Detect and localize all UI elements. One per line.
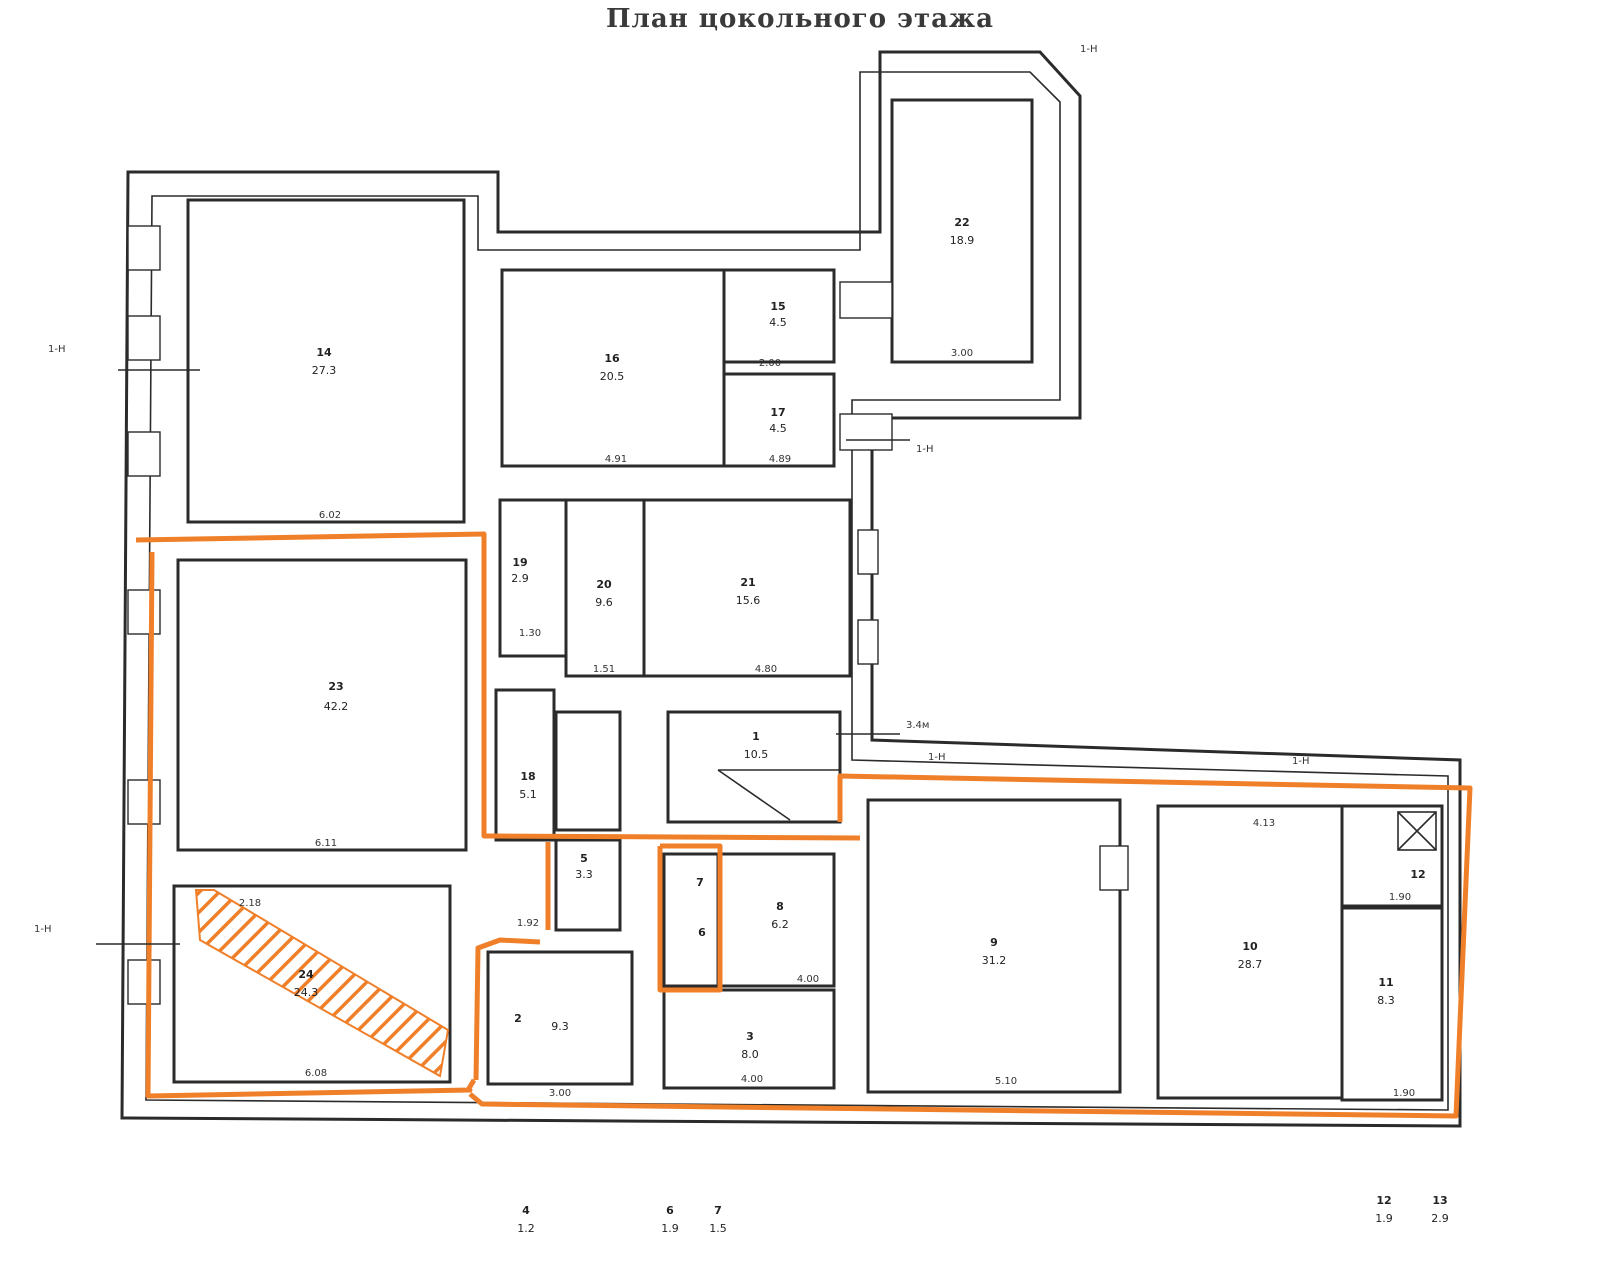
room-area: 15.6	[736, 594, 761, 607]
room-number: 7	[696, 876, 704, 889]
section-mark: 1-Н	[1080, 44, 1098, 55]
room-number: 16	[604, 352, 620, 365]
highlighted-area-left	[135, 531, 861, 1099]
svg-text:3.00: 3.00	[549, 1088, 571, 1099]
svg-text:2.00: 2.00	[759, 358, 781, 369]
room-area: 18.9	[950, 234, 975, 247]
section-mark: 1-Н	[1292, 756, 1310, 767]
legend-area: 1.9	[1375, 1212, 1393, 1225]
room-number: 22	[954, 216, 969, 229]
svg-text:4.91: 4.91	[605, 454, 627, 465]
room-number: 23	[328, 680, 343, 693]
legend-area: 1.2	[517, 1222, 535, 1235]
legend-area: 1.5	[709, 1222, 727, 1235]
room-area: 9.6	[595, 596, 613, 609]
room-number: 15	[770, 300, 785, 313]
plan-title: План цокольного этажа	[605, 4, 995, 34]
svg-text:1.92: 1.92	[517, 918, 539, 929]
section-mark: 1-Н	[34, 924, 52, 935]
svg-text:2.18: 2.18	[239, 898, 261, 909]
room-labels: 14 27.3 23 42.2 24 24.3 16 20.5 15 4.5 1…	[294, 216, 1449, 1235]
room-area: 20.5	[600, 370, 625, 383]
legend-area: 2.9	[1431, 1212, 1449, 1225]
svg-text:6.02: 6.02	[319, 510, 341, 521]
svg-text:4.80: 4.80	[755, 664, 777, 675]
highlighted-area-right	[468, 773, 1473, 1119]
svg-text:4.13: 4.13	[1253, 818, 1275, 829]
room-area: 31.2	[982, 954, 1007, 967]
room-number: 5	[580, 852, 588, 865]
room-number: 12	[1410, 868, 1425, 881]
room-number: 2	[514, 1012, 522, 1025]
legend-number: 4	[522, 1204, 530, 1217]
svg-text:1.51: 1.51	[593, 664, 615, 675]
room-number: 20	[596, 578, 612, 591]
room-number: 14	[316, 346, 332, 359]
highlighted-area-small	[657, 843, 723, 993]
room-number: 18	[520, 770, 535, 783]
room-area: 28.7	[1238, 958, 1263, 971]
room-area: 8.3	[1377, 994, 1395, 1007]
section-mark: 1-Н	[916, 444, 934, 455]
svg-text:5.10: 5.10	[995, 1076, 1017, 1087]
room-number: 10	[1242, 940, 1258, 953]
room-area: 27.3	[312, 364, 337, 377]
svg-text:4.00: 4.00	[797, 974, 819, 985]
room-area: 8.0	[741, 1048, 759, 1061]
hatched-strip	[194, 889, 450, 1078]
room-area: 6.2	[771, 918, 789, 931]
room-number: 1	[752, 730, 760, 743]
legend-area: 1.9	[661, 1222, 679, 1235]
windows	[127, 225, 1129, 1005]
legend-number: 13	[1432, 1194, 1447, 1207]
room-number: 11	[1378, 976, 1393, 989]
svg-text:4.00: 4.00	[741, 1074, 763, 1085]
svg-text:1.30: 1.30	[519, 628, 541, 639]
room-number: 3	[746, 1030, 754, 1043]
room-area: 4.5	[769, 422, 787, 435]
legend-number: 6	[666, 1204, 674, 1217]
svg-text:1.90: 1.90	[1393, 1088, 1415, 1099]
room-number: 21	[740, 576, 755, 589]
room-area: 10.5	[744, 748, 769, 761]
legend-number: 7	[714, 1204, 722, 1217]
svg-text:6.11: 6.11	[315, 838, 337, 849]
room-area: 5.1	[519, 788, 537, 801]
room-area: 9.3	[551, 1020, 569, 1033]
legend-number: 12	[1376, 1194, 1391, 1207]
section-mark: 1-Н	[928, 752, 946, 763]
room-number: 9	[990, 936, 998, 949]
level-mark: 3.4м	[906, 720, 929, 731]
room-number: 6	[698, 926, 706, 939]
room-number: 17	[770, 406, 785, 419]
room-area: 4.5	[769, 316, 787, 329]
svg-text:6.08: 6.08	[305, 1068, 327, 1079]
room-area: 24.3	[294, 986, 319, 999]
section-mark: 1-Н	[48, 344, 66, 355]
room-number: 8	[776, 900, 784, 913]
room-area: 42.2	[324, 700, 349, 713]
svg-text:4.89: 4.89	[769, 454, 791, 465]
section-marks: 1-Н 1-Н 1-Н 1-Н 1-Н 1-Н 3.4м	[34, 44, 1310, 945]
dimension-labels: 6.02 6.11 6.08 4.91 4.89 3.00 3.00 4.00 …	[239, 348, 1415, 1099]
svg-text:3.00: 3.00	[951, 348, 973, 359]
svg-text:1.90: 1.90	[1389, 892, 1411, 903]
room-number: 19	[512, 556, 527, 569]
room-outlines	[172, 98, 1444, 1102]
room-number: 24	[298, 968, 314, 981]
room-area: 3.3	[575, 868, 593, 881]
room-area: 2.9	[511, 572, 529, 585]
